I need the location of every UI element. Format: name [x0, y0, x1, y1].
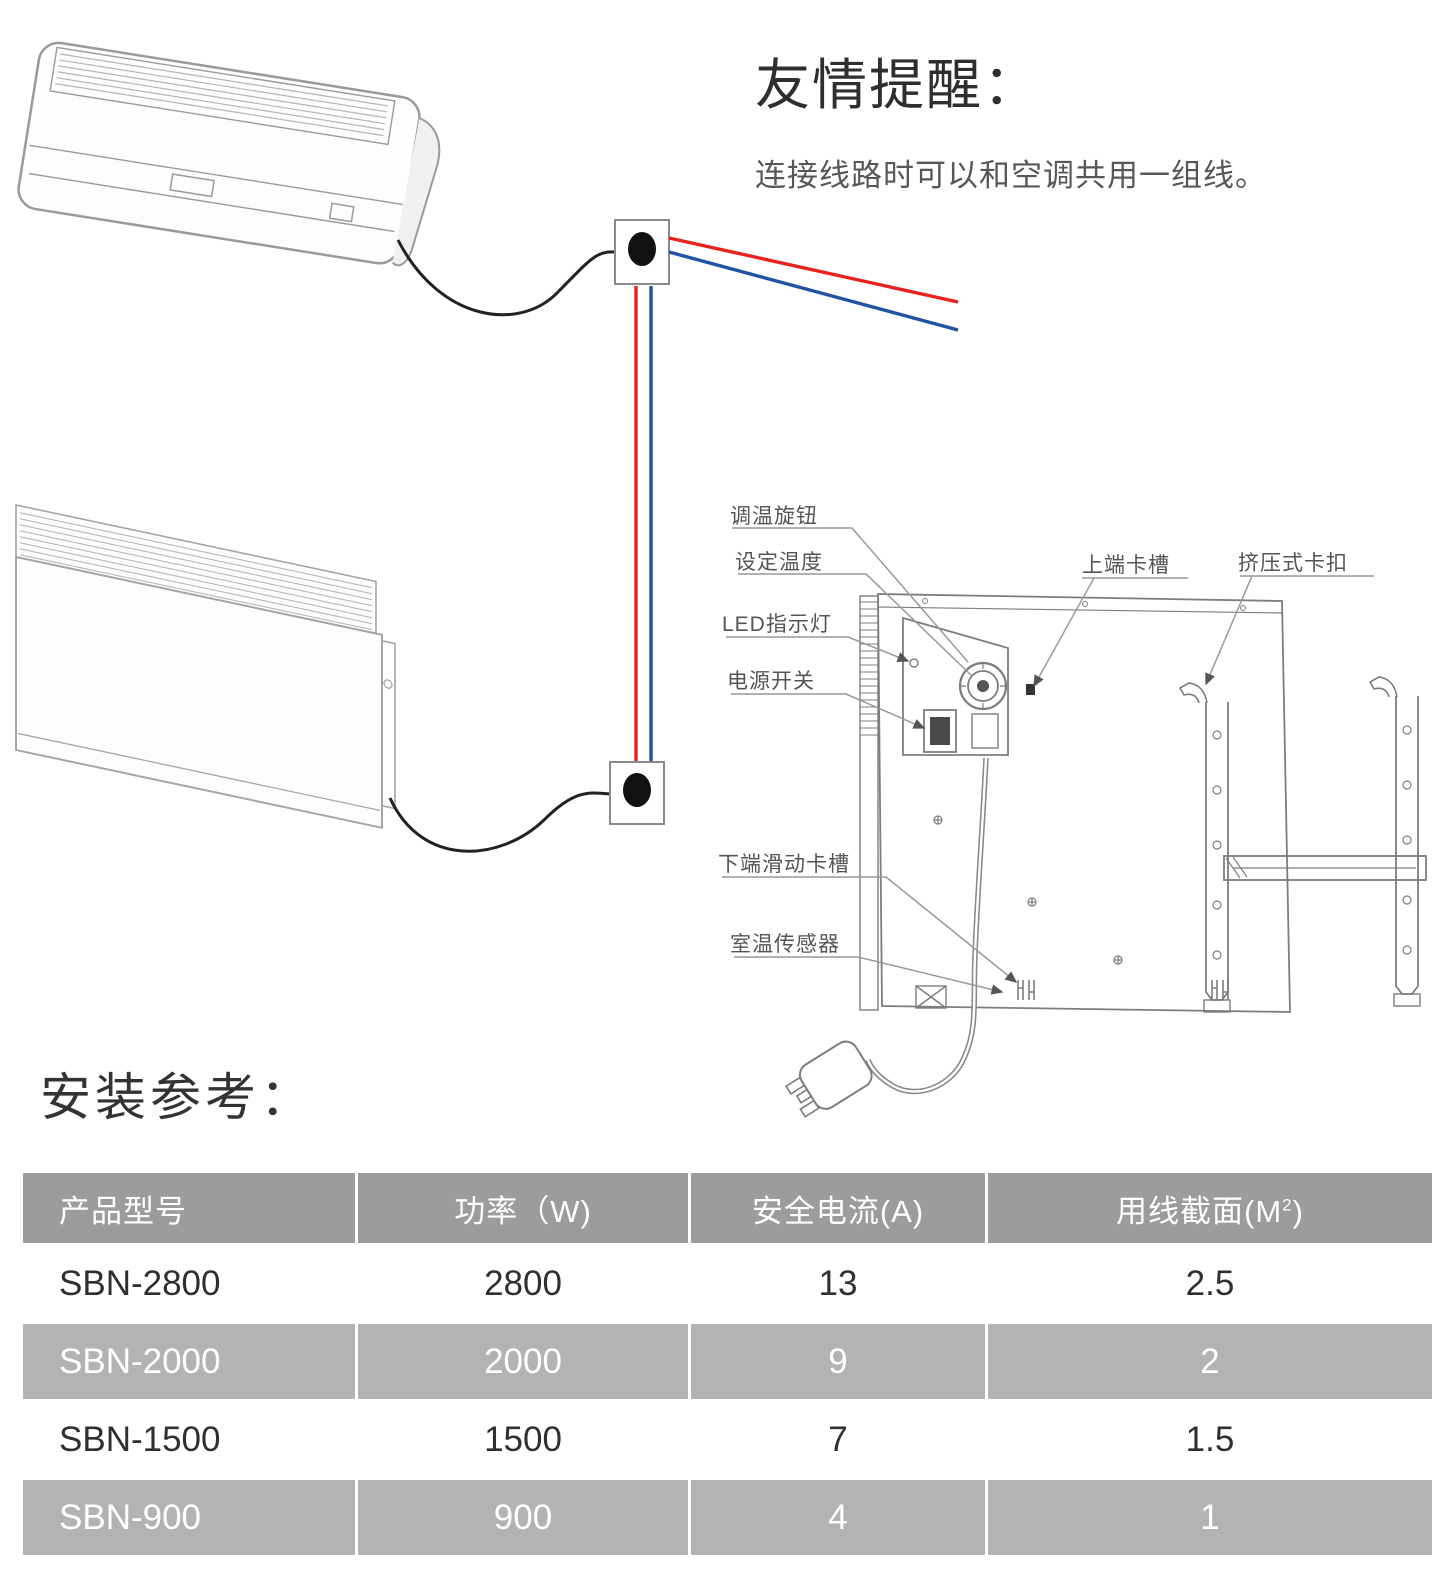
- cell-power: 1500: [358, 1402, 688, 1477]
- red-wire: [634, 236, 959, 762]
- illustration-canvas: [15, 41, 1427, 1118]
- cell-model: SBN-900: [23, 1480, 355, 1555]
- led-indicator-drawing: [909, 658, 919, 668]
- heater-power-cord: [388, 791, 611, 853]
- back-panel-diagram: [784, 593, 1427, 1118]
- install-reference-title: 安装参考：: [40, 1069, 316, 1126]
- cell-section: 1: [988, 1480, 1432, 1555]
- reminder-title: 友情提醒：: [755, 54, 1041, 116]
- blue-wire: [649, 250, 959, 762]
- reminder-body: 连接线路时可以和空调共用一组线。: [755, 158, 1267, 193]
- bracket-crossbar-drawing: [1223, 855, 1427, 881]
- label-power-switch: 电源开关: [727, 670, 815, 693]
- col-header-section: 用线截面(M2): [988, 1173, 1432, 1243]
- col-header-current: 安全电流(A): [691, 1173, 985, 1243]
- col-header-model: 产品型号: [23, 1173, 355, 1243]
- label-bottom-slide-slot: 下端滑动卡槽: [718, 853, 850, 876]
- table-row: SBN-900 900 4 1: [23, 1480, 1432, 1555]
- cell-section: 2: [988, 1324, 1432, 1399]
- label-top-slot: 上端卡槽: [1082, 554, 1170, 577]
- col-header-power: 功率（W): [358, 1173, 688, 1243]
- label-led-indicator: LED指示灯: [722, 613, 832, 636]
- callout-lines: [722, 527, 1374, 995]
- wall-outlet-bottom: [609, 761, 665, 825]
- cell-current: 9: [691, 1324, 985, 1399]
- cell-model: SBN-2000: [23, 1324, 355, 1399]
- spec-table-header-row: 产品型号 功率（W) 安全电流(A) 用线截面(M2): [23, 1173, 1432, 1243]
- bottom-slot-drawing: [1017, 980, 1035, 1000]
- power-switch-drawing: [923, 709, 957, 753]
- cell-section: 1.5: [988, 1402, 1432, 1477]
- mounting-bracket-left: [1178, 682, 1231, 1013]
- friendly-reminder: 友情提醒： 连接线路时可以和空调共用一组线。: [755, 40, 1395, 195]
- label-set-temperature: 设定温度: [735, 551, 823, 574]
- label-room-sensor: 室温传感器: [730, 933, 840, 956]
- mounting-bracket-right: [1368, 676, 1421, 1007]
- cell-model: SBN-2800: [23, 1246, 355, 1321]
- spec-table: 产品型号 功率（W) 安全电流(A) 用线截面(M2) SBN-2800 280…: [20, 1170, 1435, 1558]
- cell-power: 2000: [358, 1324, 688, 1399]
- top-slot-drawing: [1026, 684, 1035, 695]
- thermostat-knob-drawing: [958, 661, 1008, 711]
- label-thermostat-knob: 调温旋钮: [730, 505, 818, 528]
- ac-unit-drawing: [17, 41, 441, 267]
- ac-power-cord: [396, 239, 616, 317]
- cell-power: 2800: [358, 1246, 688, 1321]
- cell-power: 900: [358, 1480, 688, 1555]
- superscript-2: 2: [1282, 1195, 1293, 1215]
- cell-current: 13: [691, 1246, 985, 1321]
- wall-outlet-top: [614, 219, 670, 285]
- bottom-left-fitting-drawing: [915, 985, 947, 1009]
- power-plug-drawing: [784, 1040, 873, 1118]
- cell-current: 4: [691, 1480, 985, 1555]
- heater-drawing: [15, 504, 396, 830]
- cell-current: 7: [691, 1402, 985, 1477]
- table-row: SBN-1500 1500 7 1.5: [23, 1402, 1432, 1477]
- cell-model: SBN-1500: [23, 1402, 355, 1477]
- table-row: SBN-2800 2800 13 2.5: [23, 1246, 1432, 1321]
- label-press-clip: 挤压式卡扣: [1238, 552, 1348, 575]
- cell-section: 2.5: [988, 1246, 1432, 1321]
- table-row: SBN-2000 2000 9 2: [23, 1324, 1432, 1399]
